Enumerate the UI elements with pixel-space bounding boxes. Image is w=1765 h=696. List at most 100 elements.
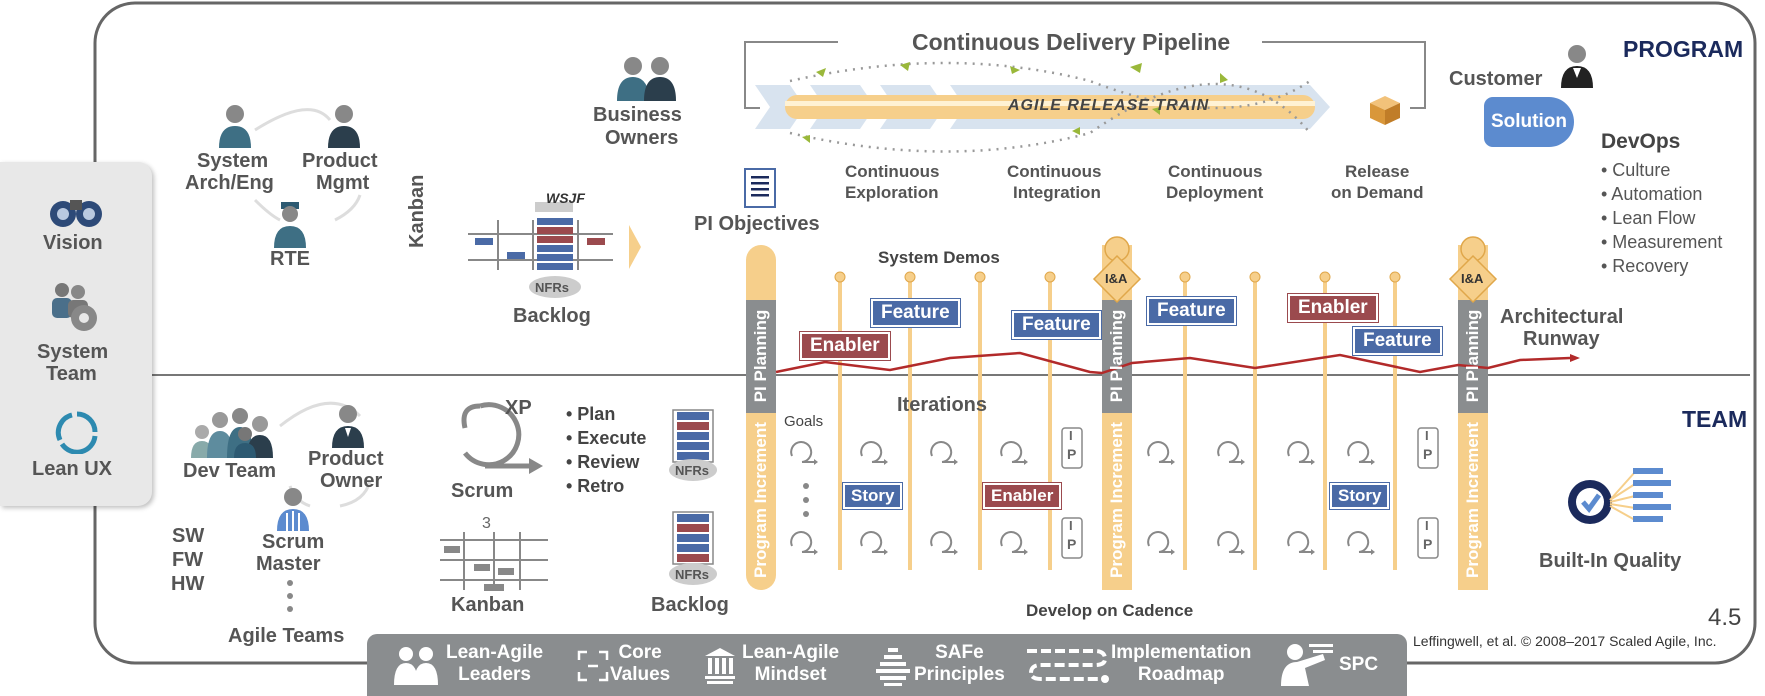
built-in-quality-icon [1568,468,1671,524]
dev-team-icon [191,408,273,458]
foundation-label: Lean-Agile [742,642,840,663]
develop-on-cadence-label: Develop on Cadence [1026,601,1194,620]
foundation-label: Principles [914,664,1005,685]
foundation-label: Values [610,664,671,685]
system-architect-person-icon [219,105,251,148]
agile-release-train-label: AGILE RELEASE TRAIN [1008,97,1210,114]
ce-label-1: Continuous [845,162,940,181]
scrum-master-person-icon [277,488,309,531]
vision-label: Vision [43,232,103,254]
solution-badge: Solution [1484,97,1574,147]
system-arch-label-1: System [197,150,269,172]
foundation-label: Mindset [754,664,827,685]
team-nfrs-label: NFRs [675,463,709,478]
product-owner-person-icon [332,405,364,448]
business-owners-label-2: Owners [605,127,679,149]
scrum-master-label-2: Master [256,553,321,575]
devops-item: • Culture [1601,160,1671,180]
cd-label-1: Continuous [1168,162,1263,181]
fw-label: FW [172,549,204,571]
product-mgmt-label-1: Product [302,150,378,172]
foundation-label: Implementation [1111,642,1252,663]
hw-label: HW [171,573,205,595]
customer-label: Customer [1449,68,1543,90]
program-level-title: PROGRAM [1623,36,1744,62]
scrum-label: Scrum [451,480,514,502]
system-team-label-2: Team [46,363,97,385]
enabler-card: Enabler [799,331,891,361]
lean-ux-label: Lean UX [32,458,113,480]
story-card: Story [1328,482,1391,510]
story-card: Story [841,482,904,510]
feature-card: Feature [1352,326,1443,356]
xp-label: XP [505,397,532,419]
team-backlog-label: Backlog [651,594,729,616]
scrum-master-label-1: Scrum [262,531,325,553]
rte-label: RTE [270,248,310,270]
devops-list: • Culture • Automation • Lean Flow • Mea… [1601,158,1722,278]
foundation-implementation-roadmap: Implementation Roadmap [1111,642,1251,686]
architectural-runway-label-1: Architectural [1500,306,1624,328]
system-arch-label-2: Arch/Eng [185,172,274,194]
foundation-spc: SPC [1339,654,1378,676]
product-mgmt-label-2: Mgmt [316,172,370,194]
devops-title: DevOps [1601,130,1681,153]
program-nfrs-label: NFRs [535,280,569,295]
system-team-label-1: System [37,341,109,363]
ceremony-item: • Review [566,452,640,472]
team-backlog-stack [669,409,717,585]
product-owner-label-2: Owner [320,470,383,492]
lean-ux-cycle-icon [55,411,98,454]
ci-label-1: Continuous [1007,162,1102,181]
wip-limit-label: 3 [482,515,491,532]
ip-letter: I [1069,518,1073,533]
ip-letter: P [1067,536,1077,552]
document-icon [744,168,776,208]
sw-label: SW [172,525,205,547]
ip-letter: I [1425,518,1429,533]
ip-letter: P [1423,446,1433,462]
foundation-label: Leaders [458,664,531,685]
core-values-icon [577,650,609,682]
binoculars-icon [50,200,102,227]
foundation-label: Lean-Agile [446,642,544,663]
scrum-cycle-icon [461,402,543,474]
rod-label-2: on Demand [1331,183,1424,202]
system-demos-label: System Demos [878,248,1000,267]
foundation-lean-agile-mindset: Lean-Agile Mindset [742,642,839,686]
agile-teams-ellipsis [287,580,293,612]
ceremony-item: • Plan [566,404,616,424]
feature-card: Feature [870,298,961,328]
system-team-icon [52,283,97,331]
foundation-lean-agile-leaders: Lean-Agile Leaders [446,642,543,686]
ip-letter: P [1067,446,1077,462]
enabler-card: Enabler [981,482,1063,510]
foundation-label: SPC [1339,654,1379,675]
version-label: 4.5 [1708,604,1742,631]
feature-card: Feature [1011,310,1102,340]
ip-letter: I [1425,428,1429,443]
mindset-icon [705,648,735,684]
team-kanban-label: Kanban [451,594,525,616]
foundation-label: Roadmap [1137,664,1225,685]
ip-letter: I [1069,428,1073,443]
customer-person-icon [1561,45,1593,88]
rte-person-icon [274,202,306,248]
ia-marker-2: I&A [1461,271,1484,286]
goals-label: Goals [784,413,824,430]
ceremony-item: • Execute [566,428,647,448]
roadmap-icon [1027,649,1109,683]
devops-item: • Recovery [1601,256,1689,276]
iterations-label: Iterations [897,394,988,416]
ia-marker-1: I&A [1105,271,1128,286]
program-roles-arcs [253,108,362,222]
rod-label-1: Release [1345,162,1410,181]
devops-item: • Automation [1601,184,1703,204]
program-backlog-label: Backlog [513,305,591,327]
team-level-title: TEAM [1682,406,1748,432]
spc-icon [1281,644,1333,686]
built-in-quality-label: Built-In Quality [1539,550,1682,572]
